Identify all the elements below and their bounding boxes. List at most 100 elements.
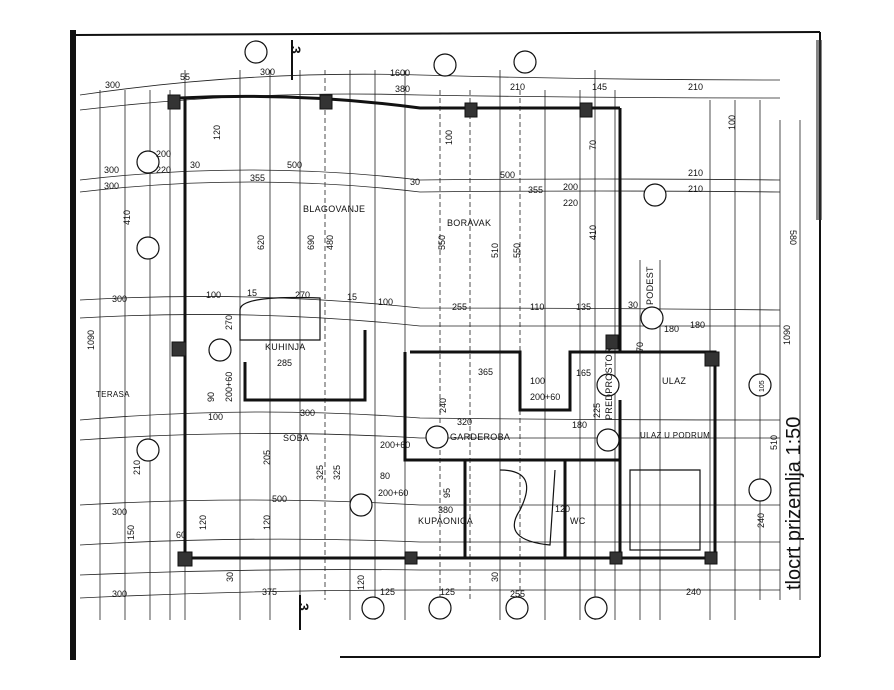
dimension-labels: 300 55 300 1600 380 210 145 210 300 30 2… — [86, 67, 798, 599]
dim-label: 205 — [262, 450, 272, 465]
dim-label: 100 — [530, 376, 545, 386]
scan-noise — [816, 40, 822, 220]
dim-label: 1090 — [86, 330, 96, 350]
dim-label: 500 — [500, 170, 515, 180]
dim-label: 110 — [530, 302, 544, 312]
room-terasa: TERASA — [96, 390, 130, 399]
dim-label: 120 — [212, 125, 222, 140]
horizontal-dimension-lines — [79, 73, 781, 599]
dim-label: 150 — [126, 525, 136, 540]
room-podest: PODEST — [645, 266, 655, 305]
dim-label: 15 — [347, 292, 357, 302]
dim-label: 210 — [688, 82, 703, 92]
dim-label: 225 — [592, 403, 602, 418]
dim-label: 120 — [555, 504, 570, 514]
dim-label: 200+60 — [530, 392, 560, 402]
dim-label: 240 — [438, 398, 448, 413]
dim-label: 240 — [686, 587, 701, 597]
dim-label: 210 — [688, 184, 703, 194]
dim-label: 620 — [256, 235, 266, 250]
scan-edge-left — [70, 30, 76, 660]
section-mark-top: 3 — [288, 46, 304, 54]
dim-label: 30 — [225, 572, 235, 582]
dim-label: 30 — [190, 160, 200, 170]
dim-label: 210 — [132, 460, 142, 475]
dim-label: 90 — [206, 392, 216, 402]
dim-label: 365 — [478, 367, 493, 377]
dim-label: 285 — [277, 358, 292, 368]
dim-label: 300 — [260, 67, 275, 77]
dim-label: 180 — [690, 320, 705, 330]
dim-label: 80 — [380, 471, 390, 481]
dim-label: 125 — [380, 587, 395, 597]
section-mark-bottom: 3 — [296, 603, 312, 611]
dim-label: 255 — [510, 589, 525, 599]
dim-label: 30 — [628, 300, 638, 310]
dim-label: 120 — [262, 515, 272, 530]
dim-label: 500 — [287, 160, 302, 170]
dim-label: 300 — [112, 589, 127, 599]
dim-label: 1600 — [390, 68, 410, 78]
dim-label: 210 — [510, 82, 525, 92]
dim-label: 355 — [528, 185, 543, 195]
dim-label: 180 — [572, 420, 587, 430]
dim-label: 500 — [272, 494, 287, 504]
dim-label: 300 — [104, 181, 119, 191]
dim-label: 70 — [588, 140, 598, 150]
dim-label: 550 — [437, 235, 447, 250]
room-garderoba: GARDEROBA — [450, 432, 510, 442]
dim-label: 200+60 — [380, 440, 410, 450]
dim-label: 410 — [122, 210, 132, 225]
dim-label: 165 — [576, 368, 591, 378]
room-blagovanje: BLAGOVANJE — [303, 204, 365, 214]
dim-label: 510 — [490, 243, 500, 258]
walls — [179, 94, 717, 560]
dim-label: 325 — [332, 465, 342, 480]
room-ulaz-u-podrum: ULAZ U PODRUM — [640, 431, 710, 440]
dim-label: 410 — [588, 225, 598, 240]
room-ulaz: ULAZ — [662, 376, 686, 386]
plan-title: tlocrt prizemlja 1:50 — [783, 417, 805, 590]
dim-label: 30 — [490, 572, 500, 582]
columns — [167, 94, 720, 567]
dim-label: 375 — [262, 587, 277, 597]
dim-label: 95 — [442, 488, 452, 498]
dim-label: 510 — [769, 435, 779, 450]
dim-label: 300 — [300, 408, 315, 418]
dim-label: 100 — [727, 115, 737, 130]
dim-label: 270 — [295, 290, 310, 300]
dim-label: 200+60 — [378, 488, 408, 498]
dim-label: 690 — [306, 235, 316, 250]
room-predprostor: PREDPROSTOR — [604, 347, 614, 420]
dim-label: 200 — [563, 182, 578, 192]
dim-label: 200+60 — [224, 372, 234, 402]
dim-label: 270 — [224, 315, 234, 330]
dim-label: 120 — [198, 515, 208, 530]
dim-label: 325 — [315, 465, 325, 480]
room-wc: WC — [570, 516, 586, 526]
dim-label: 180 — [664, 324, 679, 334]
room-labels: BLAGOVANJE BORAVAK KUHINJA SOBA GARDEROB… — [96, 204, 710, 526]
dim-label: 240 — [756, 513, 766, 528]
dim-label: 100 — [206, 290, 221, 300]
dim-label: 100 — [378, 297, 393, 307]
dim-label: 320 — [457, 417, 472, 427]
dim-label: 200 — [156, 149, 171, 159]
dim-label: 300 — [112, 294, 127, 304]
dim-label: 210 — [688, 168, 703, 178]
dim-label: 380 — [395, 84, 410, 94]
dim-label: 220 — [563, 198, 578, 208]
vertical-grid-lines — [99, 70, 801, 620]
room-boravak: BORAVAK — [447, 218, 491, 228]
axis-markers — [136, 40, 772, 620]
dim-label: 30 — [410, 177, 420, 187]
dim-label: 355 — [250, 173, 265, 183]
dim-label: 105 — [759, 380, 766, 392]
room-kupaonica: KUPAONICA — [418, 516, 473, 526]
dim-label: 1090 — [782, 325, 792, 345]
dim-label: 480 — [325, 235, 335, 250]
dim-label: 380 — [438, 505, 453, 515]
dim-label: 255 — [452, 302, 467, 312]
room-soba: SOBA — [283, 433, 309, 443]
